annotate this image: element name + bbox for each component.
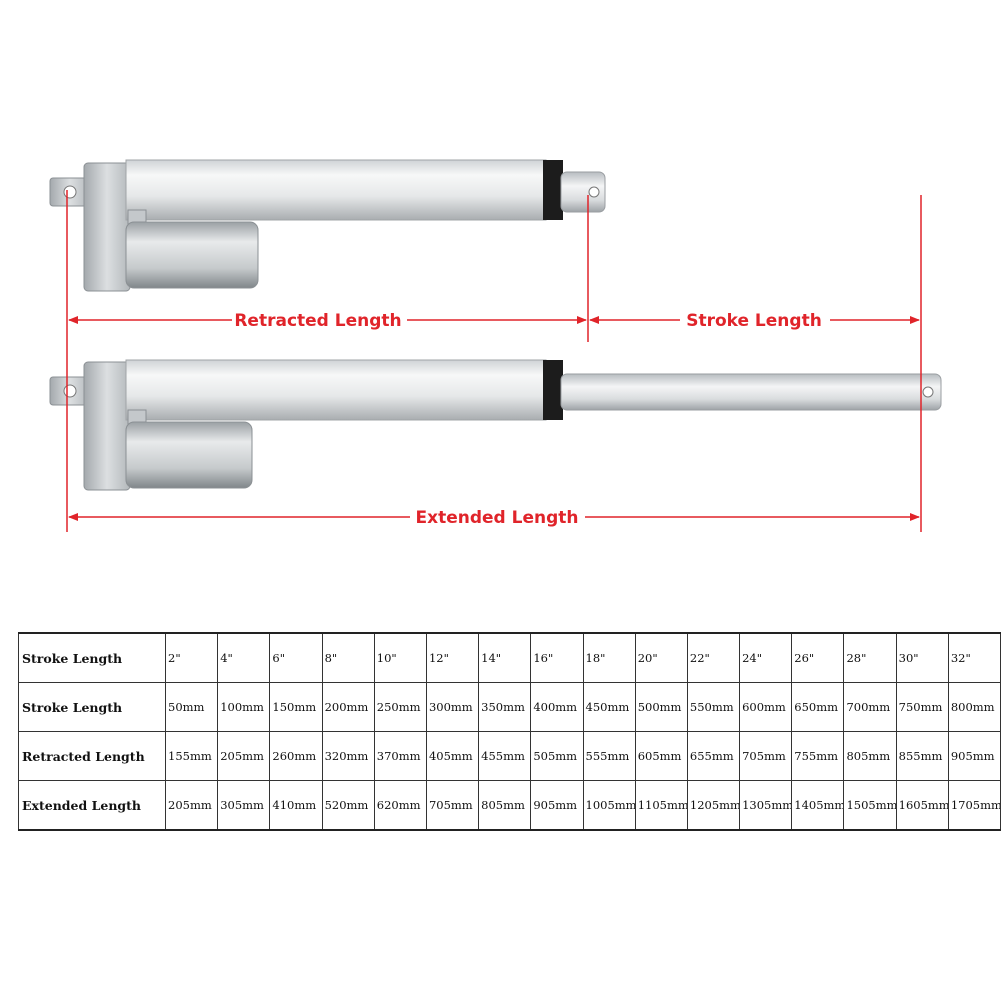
extended-piston-rod [560, 373, 942, 411]
table-cell: 555mm [582, 731, 636, 781]
table-cell: 205mm [217, 731, 271, 781]
table-cell: 320mm [321, 731, 375, 781]
stroke-length-label: Stroke Length [686, 311, 822, 331]
table-cell: 12" [425, 632, 480, 683]
row-header: Stroke Length [18, 632, 166, 683]
table-cell: 855mm [895, 731, 949, 781]
table-cell: 805mm [843, 731, 897, 781]
table-cell: 1205mm [686, 780, 741, 831]
table-cell: 6" [269, 632, 323, 683]
table-cell: 755mm [791, 731, 845, 781]
end-cap [543, 160, 563, 220]
gearbox-housing [83, 162, 131, 292]
table-cell: 22" [686, 632, 741, 683]
table-cell: 28" [843, 632, 897, 683]
table-cell: 300mm [425, 682, 480, 732]
table-cell: 650mm [791, 682, 845, 732]
table-cell: 370mm [373, 731, 427, 781]
table-cell: 550mm [686, 682, 741, 732]
table-cell: 50mm [164, 682, 219, 732]
table-cell: 1405mm [791, 780, 845, 831]
table-cell: 700mm [843, 682, 897, 732]
row-header: Stroke Length [18, 682, 166, 732]
table-cell: 750mm [895, 682, 949, 732]
table-cell: 455mm [478, 731, 532, 781]
rear-mount-hole [63, 185, 77, 199]
table-cell: 520mm [321, 780, 375, 831]
table-cell: 20" [634, 632, 688, 683]
table-cell: 32" [947, 632, 1001, 683]
table-cell: 1005mm [582, 780, 636, 831]
table-cell: 905mm [947, 731, 1001, 781]
table-cell: 250mm [373, 682, 427, 732]
row-header: Retracted Length [18, 731, 166, 781]
table-cell: 1105mm [634, 780, 688, 831]
table-cell: 405mm [425, 731, 480, 781]
gearbox-housing [83, 361, 131, 491]
table-cell: 24" [739, 632, 793, 683]
retracted-length-label: Retracted Length [234, 311, 401, 331]
table-cell: 905mm [530, 780, 584, 831]
table-cell: 500mm [634, 682, 688, 732]
table-cell: 805mm [478, 780, 532, 831]
table-cell: 600mm [739, 682, 793, 732]
table-cell: 350mm [478, 682, 532, 732]
table-cell: 150mm [269, 682, 323, 732]
motor-can [125, 221, 259, 289]
table-cell: 410mm [269, 780, 323, 831]
table-cell: 705mm [739, 731, 793, 781]
table-cell: 655mm [686, 731, 741, 781]
front-mount-hole [588, 186, 600, 198]
extended-length-label: Extended Length [416, 508, 579, 528]
table-cell: 505mm [530, 731, 584, 781]
rear-mount-hole [63, 384, 77, 398]
front-mount-hole [922, 386, 934, 398]
dimension-guides [66, 190, 922, 532]
table-cell: 14" [478, 632, 532, 683]
main-tube [125, 359, 547, 421]
table-cell: 1305mm [739, 780, 793, 831]
table-cell: 1605mm [895, 780, 949, 831]
table-cell: 260mm [269, 731, 323, 781]
main-tube [125, 159, 547, 221]
table-cell: 200mm [321, 682, 375, 732]
table-cell: 400mm [530, 682, 584, 732]
table-cell: 605mm [634, 731, 688, 781]
table-cell: 18" [582, 632, 636, 683]
table-cell: 26" [791, 632, 845, 683]
actuator-diagram: Retracted Length Stroke Length Extended … [49, 159, 942, 532]
table-cell: 450mm [582, 682, 636, 732]
table-cell: 16" [530, 632, 584, 683]
motor-can [125, 421, 253, 489]
row-header: Extended Length [18, 780, 166, 831]
table-cell: 100mm [217, 682, 271, 732]
table-cell: 800mm [947, 682, 1001, 732]
table-cell: 305mm [217, 780, 271, 831]
table-cell: 1505mm [843, 780, 897, 831]
table-cell: 8" [321, 632, 375, 683]
table-cell: 4" [217, 632, 271, 683]
table-cell: 155mm [164, 731, 219, 781]
table-cell: 705mm [425, 780, 480, 831]
table-cell: 2" [164, 632, 219, 683]
retracted-actuator [49, 159, 606, 292]
table-cell: 30" [895, 632, 949, 683]
end-cap [543, 360, 563, 420]
table-cell: 1705mm [947, 780, 1001, 831]
table-cell: 10" [373, 632, 427, 683]
table-cell: 620mm [373, 780, 427, 831]
piston-rod-end [560, 171, 606, 213]
table-cell: 205mm [164, 780, 219, 831]
extended-actuator [49, 359, 942, 491]
